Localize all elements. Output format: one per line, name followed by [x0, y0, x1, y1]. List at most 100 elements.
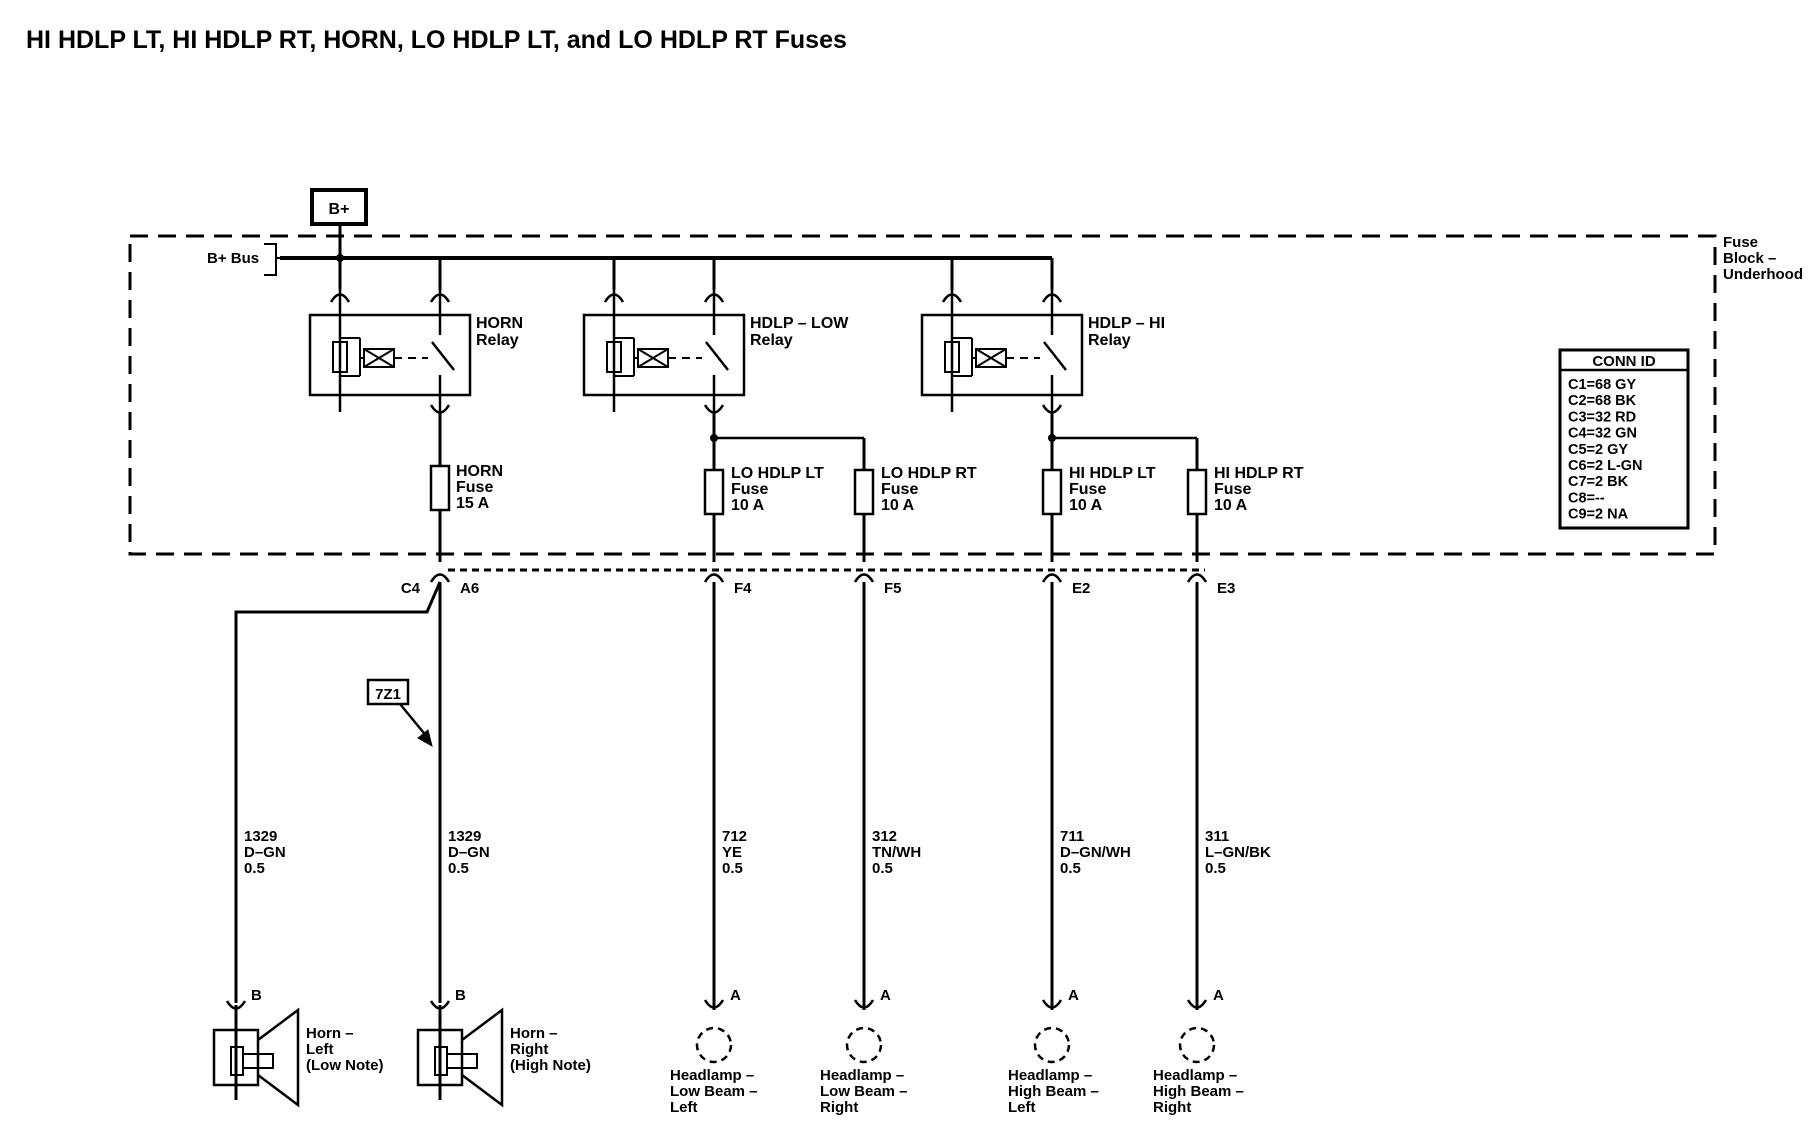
horn-left-bell-icon: [257, 1007, 300, 1108]
headlamp-wire-label: YE: [722, 844, 742, 861]
relay-2-switch-icon: [705, 341, 729, 371]
relay-label: Relay: [1088, 332, 1131, 349]
relay-label: Relay: [476, 332, 519, 349]
horn-wire-label: 0.5: [448, 860, 469, 877]
relay-1-coil-icon: [363, 348, 395, 368]
headlamp-wire-label: 711: [1060, 828, 1084, 845]
fuse-block-label: Fuse: [1723, 234, 1758, 251]
fuse-label: HI HDLP LT: [1069, 465, 1156, 482]
fuse-4: [1041, 468, 1063, 516]
headlamp-2-terminal-icon: [853, 999, 875, 1009]
headlamp-wire-label: 712: [722, 828, 747, 845]
horn-right-label: Right: [510, 1041, 548, 1058]
conn-id-row: C7=2 BK: [1568, 474, 1629, 490]
horn-left-coil-icon: [242, 1053, 274, 1069]
headlamp-label: Headlamp –: [1008, 1067, 1092, 1084]
fuse-label: 10 A: [1069, 497, 1103, 514]
connector-label: E3: [1217, 580, 1235, 597]
headlamp-label: Headlamp –: [670, 1067, 754, 1084]
conn-id-header: CONN ID: [1592, 353, 1656, 370]
headlamp-label: Right: [820, 1099, 858, 1116]
headlamp-wire-label: 311: [1205, 828, 1229, 845]
headlamp-wire-label: D–GN/WH: [1060, 844, 1131, 861]
fuse-3: [853, 468, 875, 516]
relay-2-terminal-icon: [703, 293, 725, 303]
power-source-label: B+: [329, 201, 350, 218]
headlamp-1-terminal-icon: [703, 999, 725, 1009]
fuse-label: 10 A: [1214, 497, 1248, 514]
headlamp-1-lamp-icon: [695, 1026, 733, 1064]
conn-id-row: C1=68 GY: [1568, 377, 1636, 393]
bus-bracket: [264, 243, 277, 276]
headlamp-label: Low Beam –: [670, 1083, 758, 1100]
relay-3-switch-icon: [1043, 341, 1067, 371]
fuse-block-outline: [128, 234, 1717, 556]
bus-label: B+ Bus: [207, 250, 259, 267]
conn-id-row: C3=32 RD: [1568, 409, 1636, 425]
fuse-label: HI HDLP RT: [1214, 465, 1304, 482]
conn-id-row: C8=--: [1568, 490, 1605, 506]
splice-ref-label: 7Z1: [375, 686, 401, 703]
headlamp-wire-label: 0.5: [1060, 860, 1081, 877]
headlamp-3-lamp-icon: [1033, 1026, 1071, 1064]
fuse-2: [703, 468, 725, 516]
fuse-label: 10 A: [881, 497, 915, 514]
fuse-label: Fuse: [1214, 481, 1251, 498]
connector-terminal-icon: [853, 573, 875, 583]
connector-label: F5: [884, 580, 902, 597]
fuse-block-label: Block –: [1723, 250, 1776, 267]
fuse-label: Fuse: [881, 481, 918, 498]
fuse-label: LO HDLP LT: [731, 465, 824, 482]
headlamp-pin-label: A: [1213, 987, 1224, 1004]
horn-left-label: Horn –: [306, 1025, 354, 1042]
headlamp-wire-label: 0.5: [722, 860, 743, 877]
headlamp-wire-label: 0.5: [1205, 860, 1226, 877]
conn-id-table: [1558, 348, 1690, 530]
horn-fuse-label: HORN: [456, 463, 503, 480]
horn-pin-label: B: [455, 987, 466, 1004]
connector-terminal-icon: [1186, 573, 1208, 583]
relay-label: HDLP – HI: [1088, 315, 1165, 332]
conn-id-row: C6=2 L-GN: [1568, 458, 1643, 474]
connector-terminal-icon: [1041, 573, 1063, 583]
horn-left-wire: [234, 581, 442, 1003]
relay-1-resistor-icon: [332, 341, 348, 373]
headlamp-wire-label: 0.5: [872, 860, 893, 877]
headlamp-label: Left: [670, 1099, 698, 1116]
headlamp-3-terminal-icon: [1041, 999, 1063, 1009]
horn-fuse-label: Fuse: [456, 479, 493, 496]
diagram-title: HI HDLP LT, HI HDLP RT, HORN, LO HDLP LT…: [26, 26, 847, 54]
horn-right-label: Horn –: [510, 1025, 558, 1042]
relay-2-terminal-icon: [603, 293, 625, 303]
horn-wire-label: D–GN: [448, 844, 490, 861]
relay-3-terminal-icon: [1041, 293, 1063, 303]
conn-id-row: C4=32 GN: [1568, 426, 1637, 442]
horn-wire-label: 1329: [244, 828, 277, 845]
relay-1-terminal-icon: [329, 293, 351, 303]
connector-label-c4: C4: [401, 580, 421, 597]
relay-3-coil-icon: [975, 348, 1007, 368]
horn-wire-label: 0.5: [244, 860, 265, 877]
headlamp-label: Headlamp –: [1153, 1067, 1237, 1084]
relay-2-box: [582, 313, 746, 397]
headlamp-label: Headlamp –: [820, 1067, 904, 1084]
horn-pin-label: B: [251, 987, 262, 1004]
horn-right-body: [416, 1028, 464, 1087]
relay-1-terminal-icon: [429, 293, 451, 303]
horn-left-label: (Low Note): [306, 1057, 383, 1074]
headlamp-label: High Beam –: [1153, 1083, 1244, 1100]
relay-label: HDLP – LOW: [750, 315, 849, 332]
relay-3-box: [920, 313, 1084, 397]
horn-right-terminal-icon: [429, 1000, 451, 1010]
connector-terminal-icon: [703, 573, 725, 583]
relay-2-resistor-icon: [606, 341, 622, 373]
fuse-label: LO HDLP RT: [881, 465, 977, 482]
fuse-5: [1186, 468, 1208, 516]
headlamp-wire-label: L–GN/BK: [1205, 844, 1271, 861]
horn-fuse-label: 15 A: [456, 495, 490, 512]
relay-label: HORN: [476, 315, 523, 332]
headlamp-label: Right: [1153, 1099, 1191, 1116]
connector-label: E2: [1072, 580, 1090, 597]
relay-3-resistor-icon: [944, 341, 960, 373]
